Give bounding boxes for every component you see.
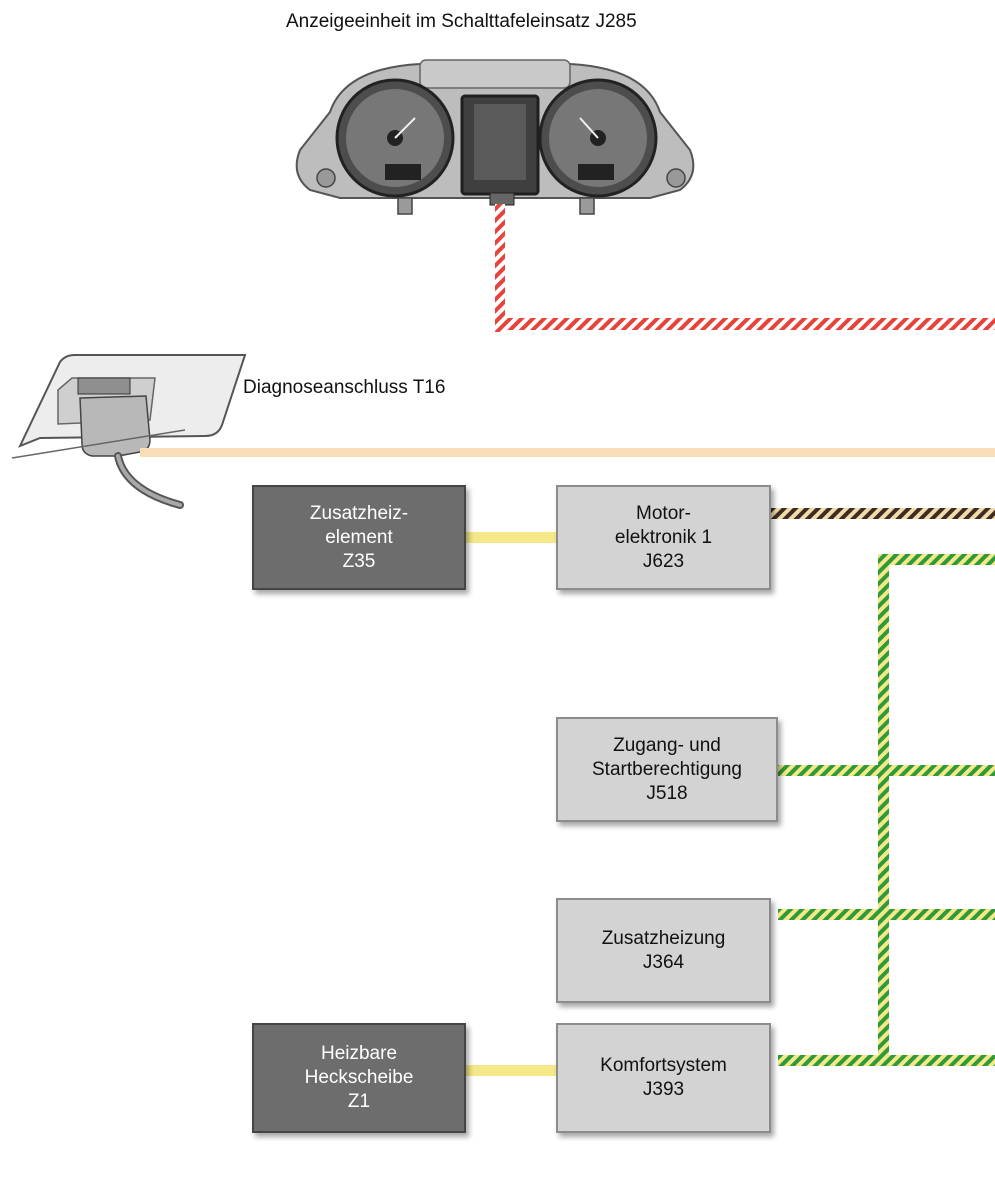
z35-line1: Zusatzheiz- xyxy=(309,502,409,524)
cluster-bus-line-vertical xyxy=(495,204,505,332)
instrument-cluster-icon xyxy=(295,59,695,215)
comfort-bus-j518 xyxy=(778,765,995,776)
bus-lines xyxy=(140,204,995,1076)
comfort-bus-top xyxy=(878,554,995,565)
z35-line2: element xyxy=(325,526,393,548)
control-unit-z35: Zusatzheiz- element Z35 xyxy=(252,485,466,590)
j518-line3: J518 xyxy=(646,782,688,804)
obd-connector-icon xyxy=(11,354,247,509)
j364-line1: Zusatzheizung xyxy=(601,927,726,949)
diagnostic-label: Diagnoseanschluss T16 xyxy=(243,377,446,398)
engine-bus-line xyxy=(771,508,995,519)
j364-line2: J364 xyxy=(642,951,685,973)
j623-line2: elektronik 1 xyxy=(614,526,713,548)
control-unit-j623: Motor- elektronik 1 J623 xyxy=(556,485,771,590)
control-unit-j518: Zugang- und Startberechtigung J518 xyxy=(556,717,778,822)
control-unit-z1: Heizbare Heckscheibe Z1 xyxy=(252,1023,466,1133)
j393-line1: Komfortsystem xyxy=(600,1055,727,1076)
z1-line2: Heckscheibe xyxy=(304,1067,414,1088)
cluster-label: Anzeigeeinheit im Schalttafeleinsatz J28… xyxy=(286,11,637,32)
j393-line2: J393 xyxy=(642,1079,685,1100)
comfort-bus-j393 xyxy=(778,1055,995,1066)
z1-line1: Heizbare xyxy=(320,1043,398,1064)
cluster-bus-line-horizontal xyxy=(495,318,995,330)
control-unit-j393: Komfortsystem J393 xyxy=(556,1023,771,1133)
j518-line2: Startberechtigung xyxy=(592,758,742,780)
j623-line1: Motor- xyxy=(636,502,691,524)
comfort-bus-trunk xyxy=(878,554,889,1066)
comfort-bus-j364 xyxy=(778,909,995,920)
j623-line3: J623 xyxy=(642,550,685,572)
j518-line1: Zugang- und xyxy=(613,734,721,756)
z35-line3: Z35 xyxy=(342,550,376,572)
lin-line-z1 xyxy=(466,1065,556,1076)
control-unit-j364: Zusatzheizung J364 xyxy=(556,898,771,1003)
lin-line-z35 xyxy=(466,532,556,543)
diagnostic-bus-line xyxy=(140,448,995,457)
z1-line3: Z1 xyxy=(347,1091,371,1112)
